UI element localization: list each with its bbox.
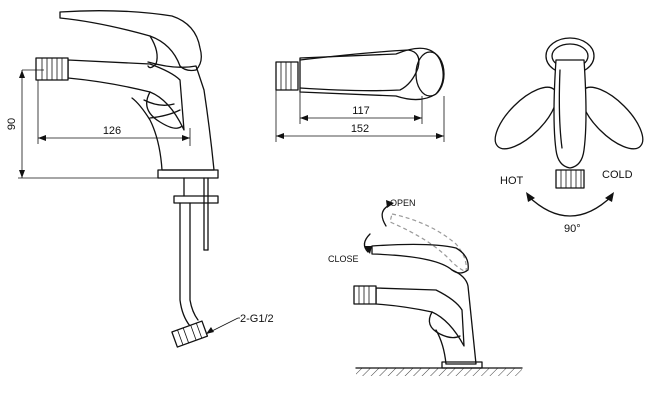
rotation-angle-label: 90° — [564, 223, 581, 235]
label-open: OPEN — [390, 198, 416, 208]
front-view-outlet — [555, 169, 585, 189]
operation-view-aerator — [353, 285, 377, 305]
side-view-body — [131, 61, 215, 171]
side-view-base — [157, 169, 219, 179]
front-view: HOT COLD 90° — [494, 37, 644, 235]
dim-height-label: 90 — [6, 118, 18, 130]
dim-overall: 152 — [275, 90, 445, 142]
side-view-handle — [59, 10, 202, 72]
top-view-body — [299, 47, 444, 101]
handle-open-position — [389, 213, 467, 273]
dim-height: 90 — [6, 69, 160, 179]
label-close: CLOSE — [328, 254, 359, 264]
supply-hose — [179, 202, 191, 327]
top-view-aerator — [275, 61, 299, 91]
dim-reach-label: 126 — [103, 125, 121, 137]
connection-label: 2-G1/2 — [240, 313, 274, 325]
rotation-arc — [527, 195, 613, 217]
countertop-hatch — [356, 368, 522, 376]
operation-view: OPEN CLOSE — [328, 198, 523, 376]
front-view-spout — [553, 59, 587, 169]
handle-closed-position — [371, 243, 469, 274]
top-view-handle — [299, 49, 420, 92]
dim-overall-label: 152 — [351, 123, 369, 135]
side-view: 90 126 2-G1/2 — [6, 10, 274, 348]
side-view-aerator — [35, 57, 69, 81]
top-view: 117 152 — [275, 47, 445, 142]
dim-reach: 126 — [37, 80, 191, 146]
side-view-spout — [67, 59, 185, 131]
label-hot: HOT — [500, 175, 524, 187]
dim-handle: 117 — [299, 92, 423, 124]
hose-nut — [171, 320, 209, 348]
dim-handle-label: 117 — [352, 105, 370, 117]
connection-callout: 2-G1/2 — [205, 313, 274, 335]
label-cold: COLD — [602, 169, 633, 181]
